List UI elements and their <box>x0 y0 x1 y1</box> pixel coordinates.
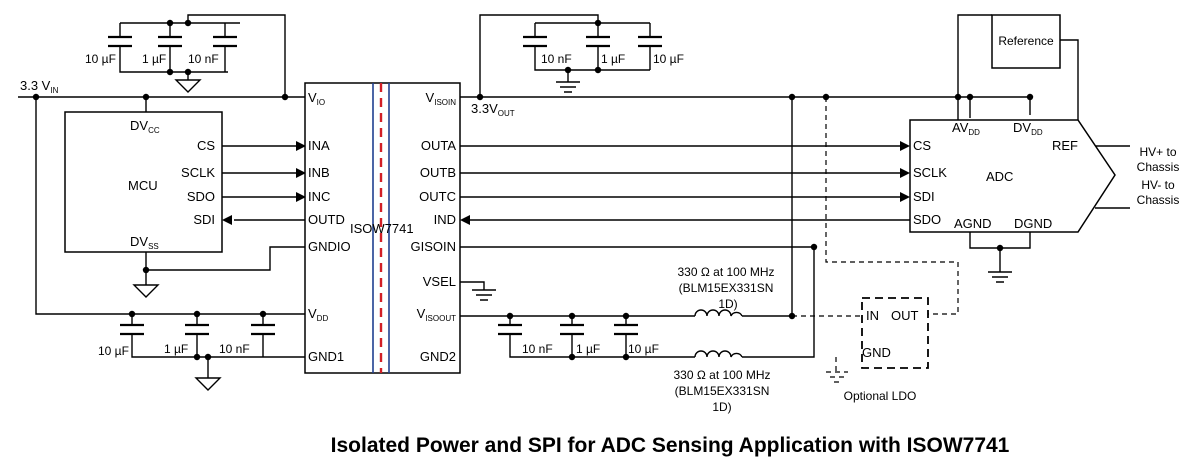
cap-label: 1 µF <box>164 342 188 356</box>
mcu-dvcc-label: DVCC <box>130 118 160 135</box>
cap-label: 10 µF <box>98 344 129 358</box>
adc-block <box>909 119 1116 233</box>
iso-pin-gndio: GNDIO <box>308 239 351 254</box>
iso-pin-inb: INB <box>308 165 330 180</box>
ferrite-bottom-label: 1D) <box>712 400 731 414</box>
cap-label: 10 µF <box>85 52 116 66</box>
adc-dgnd: DGND <box>1014 216 1052 231</box>
ldo-caption: Optional LDO <box>844 389 917 403</box>
chassis-label: HV+ to <box>1139 145 1176 159</box>
cap-label: 1 µF <box>142 52 166 66</box>
adc-pin: SCLK <box>913 165 947 180</box>
mcu-dvss-label: DVSS <box>130 234 159 251</box>
ldo-in: IN <box>866 308 879 323</box>
cap-label: 1 µF <box>576 342 600 356</box>
vdd-cap-network <box>131 314 305 378</box>
iso-pin-gnd2: GND2 <box>420 349 456 364</box>
adc-name: ADC <box>986 169 1013 184</box>
isolator-name: ISOW7741 <box>350 221 414 236</box>
cap-label: 1 µF <box>601 52 625 66</box>
vio-cap-network <box>119 14 286 97</box>
ground-symbols <box>132 79 1012 391</box>
iso-pin-outc: OUTC <box>419 189 456 204</box>
vsel-ground-wire <box>460 281 485 290</box>
adc-agnd: AGND <box>954 216 992 231</box>
supply-in-label: 3.3 VIN <box>20 78 59 95</box>
ldo-out: OUT <box>891 308 919 323</box>
adc-dvdd: DVDD <box>1013 120 1043 137</box>
iso-pin-vsel: VSEL <box>423 274 456 289</box>
isolator-to-adc-lines <box>460 145 910 221</box>
cap-label: 10 µF <box>628 342 659 356</box>
iso-pin-visoout: VISOOUT <box>417 306 456 323</box>
adc-pin: CS <box>913 138 931 153</box>
gisoin-line <box>460 246 815 358</box>
cap-label: 10 nF <box>541 52 572 66</box>
mcu-name: MCU <box>128 178 158 193</box>
adc-ref: REF <box>1052 138 1078 153</box>
figure-title: Isolated Power and SPI for ADC Sensing A… <box>331 434 1010 457</box>
iso-pin-gnd1: GND1 <box>308 349 344 364</box>
ferrite-top-label: (BLM15EX331SN <box>679 281 774 295</box>
adc-pin: SDO <box>913 212 941 227</box>
ferrite-bottom-label: (BLM15EX331SN <box>675 384 770 398</box>
ldo-gnd: GND <box>862 345 891 360</box>
chassis-label: Chassis <box>1137 193 1180 207</box>
adc-ground-wire <box>969 232 1031 272</box>
mcu-to-isolator-lines <box>222 145 305 221</box>
reference-block <box>991 14 1061 69</box>
chassis-label: HV- to <box>1141 178 1175 192</box>
cap-label: 10 nF <box>188 52 219 66</box>
ldo-dashed-path <box>792 97 959 372</box>
mcu-pin: SDI <box>193 212 215 227</box>
mcu-pin: SDO <box>187 189 215 204</box>
supply-out-label: 3.3VOUT <box>471 101 515 118</box>
iso-pin-outa: OUTA <box>421 138 456 153</box>
iso-pin-inc: INC <box>308 189 330 204</box>
adc-avdd: AVDD <box>952 120 980 137</box>
chassis-lines <box>1095 145 1130 209</box>
arrowheads <box>222 141 910 225</box>
ldo-block <box>861 297 929 369</box>
chassis-label: Chassis <box>1137 160 1180 174</box>
adc-pin: SDI <box>913 189 935 204</box>
iso-pin-outb: OUTB <box>420 165 456 180</box>
mcu-pin: SCLK <box>181 165 215 180</box>
mcu-block <box>64 111 223 253</box>
adc-supply-wires <box>957 14 1079 120</box>
iso-pin-ina: INA <box>308 138 330 153</box>
iso-pin-gisoin: GISOIN <box>410 239 456 254</box>
ferrite-top <box>694 309 743 317</box>
iso-pin-ind: IND <box>434 212 456 227</box>
cap-label: 10 nF <box>219 342 250 356</box>
ferrite-bottom-label: 330 Ω at 100 MHz <box>673 368 770 382</box>
reference-label: Reference <box>998 34 1054 48</box>
cap-label: 10 µF <box>653 52 684 66</box>
capacitor-plates <box>108 35 662 336</box>
ferrite-bottom <box>694 350 743 358</box>
iso-pin-outd: OUTD <box>308 212 345 227</box>
isolation-barrier <box>372 83 390 373</box>
junction-dots <box>32 19 1034 361</box>
iso-pin-vdd: VDD <box>308 306 328 323</box>
ferrite-top-label: 1D) <box>718 297 737 311</box>
cap-label: 10 nF <box>522 342 553 356</box>
iso-pin-vio: VIO <box>308 90 325 107</box>
ferrite-top-label: 330 Ω at 100 MHz <box>677 265 774 279</box>
mcu-pin: CS <box>197 138 215 153</box>
isolator-block <box>304 82 461 374</box>
iso-pin-visoin: VISOIN <box>426 90 457 107</box>
